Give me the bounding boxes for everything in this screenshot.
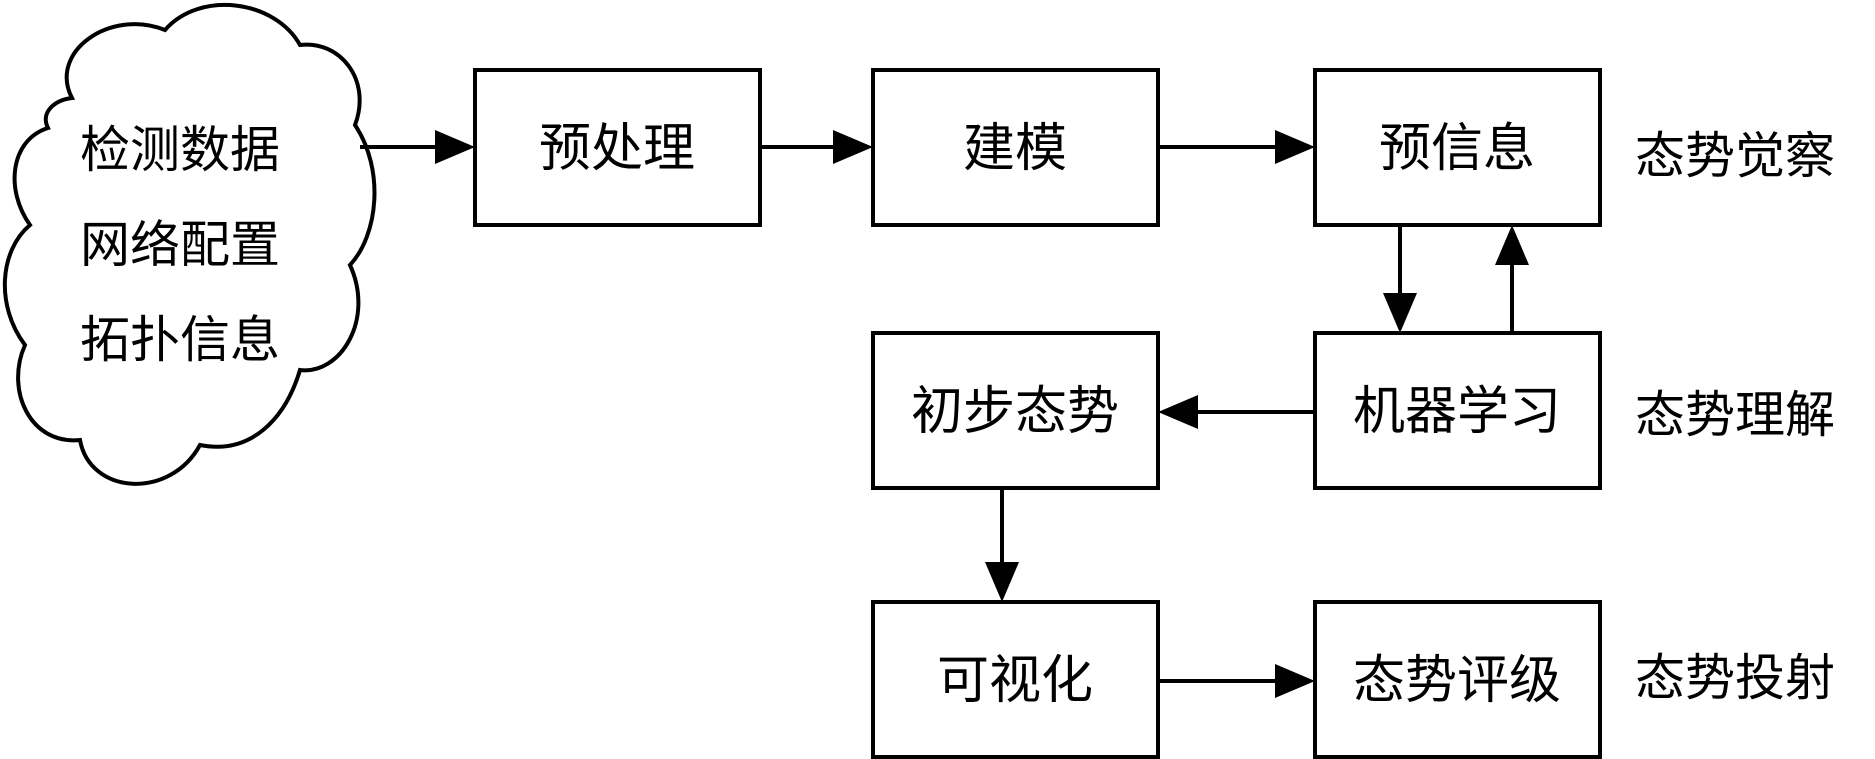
machine-learning-label: 机器学习 (1353, 382, 1561, 442)
cloud-shape (2, 2, 377, 486)
cloud-line-3: 拓扑信息 (80, 311, 280, 369)
initial-situation-box: 初步态势 (871, 331, 1160, 490)
visualization-box: 可视化 (871, 600, 1160, 759)
stage-label-awareness: 态势觉察 (1635, 127, 1835, 185)
arrow-initial-situation-to-visualization (985, 488, 1019, 602)
situation-rating-box: 态势评级 (1313, 600, 1602, 759)
pre-info-label: 预信息 (1379, 119, 1535, 179)
modeling-box: 建模 (871, 68, 1160, 227)
preprocess-box: 预处理 (473, 68, 762, 227)
input-data-cloud: 检测数据 网络配置 拓扑信息 (2, 2, 377, 486)
stage-label-understanding: 态势理解 (1635, 386, 1835, 444)
stage-label-projection: 态势投射 (1635, 649, 1835, 707)
arrow-preprocess-to-modeling (760, 130, 873, 164)
arrow-visualization-to-situation-rating (1158, 664, 1315, 698)
initial-situation-label: 初步态势 (911, 382, 1119, 442)
pre-info-box: 预信息 (1313, 68, 1602, 227)
arrow-machine-learning-to-initial-situation (1158, 395, 1315, 429)
arrow-modeling-to-pre-info (1158, 130, 1315, 164)
visualization-label: 可视化 (937, 651, 1093, 711)
preprocess-label: 预处理 (539, 119, 695, 179)
arrow-machine-learning-to-pre-info (1495, 225, 1529, 333)
situation-rating-label: 态势评级 (1353, 651, 1561, 711)
arrow-cloud-to-preprocess (360, 130, 475, 164)
cloud-line-2: 网络配置 (80, 216, 280, 274)
machine-learning-box: 机器学习 (1313, 331, 1602, 490)
cloud-line-1: 检测数据 (80, 121, 280, 179)
arrow-pre-info-to-machine-learning (1383, 225, 1417, 333)
modeling-label: 建模 (963, 119, 1067, 179)
